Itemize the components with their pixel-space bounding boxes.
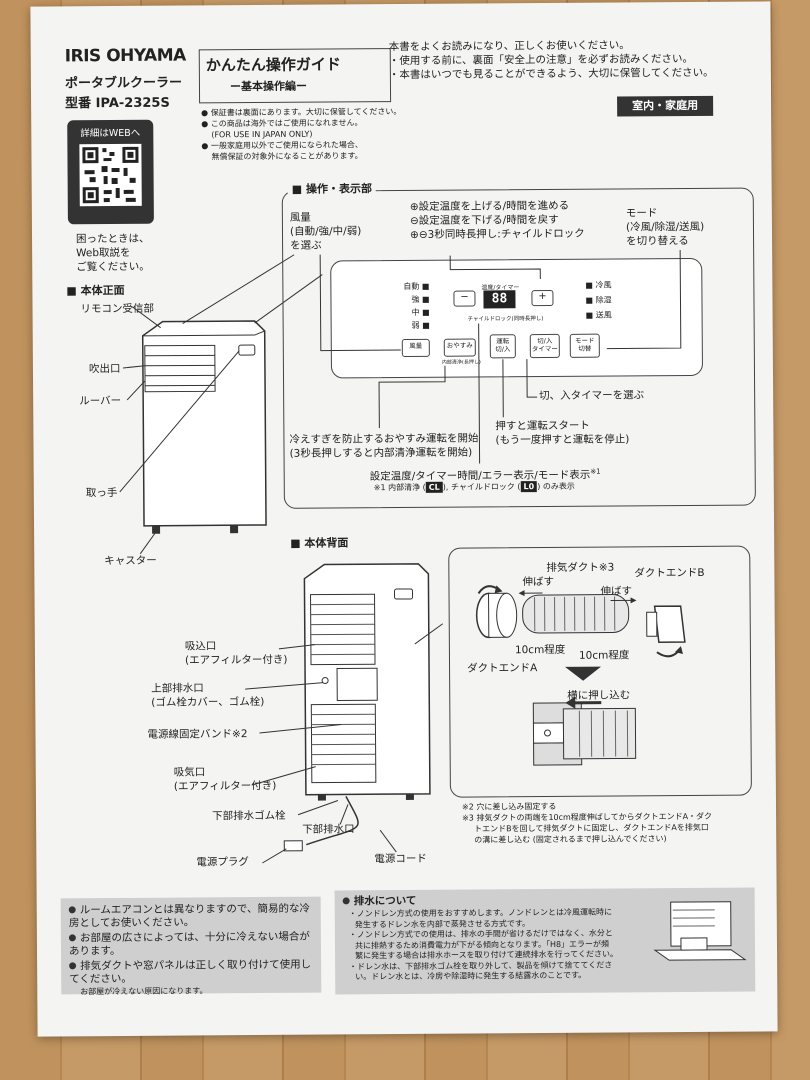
manual-sheet: IRIS OHYAMA ポータブルクーラー 型番 IPA-2325S かんたん操… <box>30 1 778 1037</box>
caution-panel: ルームエアコンとは異なりますので、簡易的な冷房としてお使いください。 お部屋の広… <box>60 896 322 996</box>
drain-panel: 排水について ・ノンドレン方式の使用をおすすめします。ノンドレンとは冷風運転時に… <box>334 887 756 995</box>
duct-drawing <box>475 585 686 766</box>
qr-box[interactable]: 詳細はWEBへ <box>67 119 154 225</box>
footnotes: ※2 穴に差し込み固定する ※3 排気ダクトの両端を10cm程度伸ばしてからダク… <box>461 801 713 845</box>
front-unit-drawing <box>119 254 323 555</box>
drain-illustration <box>653 901 747 961</box>
panel-callout-lines <box>319 250 682 464</box>
qr-code-icon <box>79 143 142 207</box>
back-unit-drawing <box>245 563 444 864</box>
